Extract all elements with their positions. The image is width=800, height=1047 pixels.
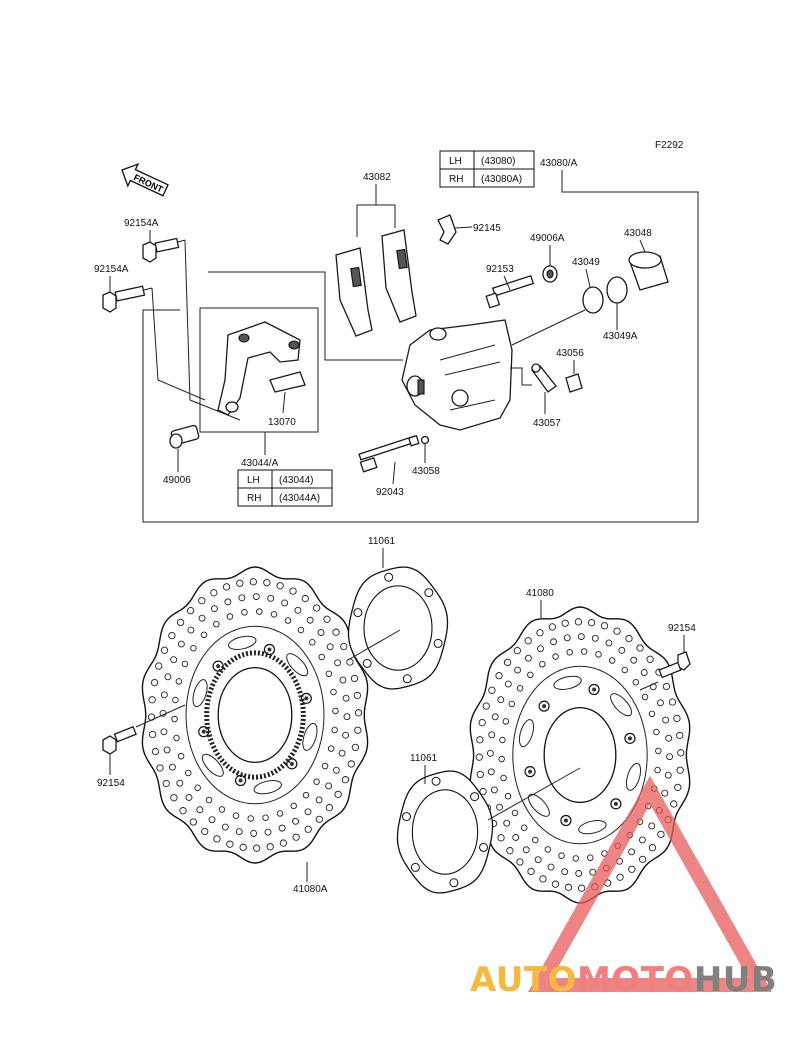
disc-bolt-92154-right [658,651,691,679]
bracket-side-table: 43044/A LH (43044) RH (43044A) [237,458,333,507]
label-pin-boot: 49006 [163,475,191,486]
pad-retainer-13070 [269,371,306,393]
caliper-bracket [217,321,301,416]
bracket-row-rh-part: (43044A) [279,493,320,504]
label-disc-bolt-right: 92154 [668,623,696,634]
seal-43049 [582,286,604,314]
label-boot: 49006A [530,233,565,244]
caliper-group-outline [142,170,699,523]
brake-disc-41080a [141,566,369,864]
caliper-row-rh-side: RH [449,174,463,185]
bracket-group-outline [199,307,319,433]
seal-43049a [606,276,628,304]
caliper-body [401,319,513,431]
label-seal-outer: 43049 [572,257,600,268]
label-washer: 43058 [412,466,440,477]
label-pads: 43082 [363,172,391,183]
label-piston: 43048 [624,228,652,239]
label-shim-bottom: 11061 [410,753,438,764]
bolt-92154a-top [142,237,186,263]
brake-pads [335,229,417,337]
watermark-auto: AUTO [470,960,577,1000]
bracket-ref-label: 43044/A [241,458,279,469]
washer-43058 [420,435,430,445]
watermark-hub: HUB [693,960,778,1000]
pin-92043 [358,434,420,473]
caliper-row-lh-side: LH [449,156,462,167]
watermark-logo: AUTOMOTOHUB [470,960,800,1010]
caliper-side-table: LH (43080) RH (43080A) 43080/A [439,150,578,188]
caliper-row-rh-part: (43080A) [481,174,522,185]
caliper-inner-outline [208,271,403,361]
disc-bolt-92154-left [102,725,137,755]
label-retainer: 13070 [268,417,296,428]
piston-43048 [628,251,669,291]
bracket-row-rh-side: RH [247,493,261,504]
disc-shim-11061-bottom [396,770,494,894]
pin-bolt-92153 [485,275,535,309]
pad-spring [437,214,457,245]
label-shim-top: 11061 [368,536,396,547]
caliper-ref-label: 43080/A [540,158,578,169]
label-bolt-top: 92154A [124,218,159,229]
label-pin: 92043 [376,487,404,498]
label-seal-inner: 43049A [603,331,638,342]
label-bleeder-cap: 43057 [533,418,561,429]
pin-boot-49006 [169,424,200,449]
bracket-row-lh-side: LH [247,475,260,486]
label-bolt-mid: 92154A [94,264,129,275]
label-pin-bolt-small: 92153 [486,264,514,275]
disc-shim-11061-top [347,566,449,690]
figure-code: F2292 [655,140,684,151]
label-bleeder: 43056 [556,348,584,359]
label-disc-bolt-left: 92154 [97,778,125,789]
label-disc-right: 41080 [526,588,554,599]
label-pad-spring: 92145 [473,223,501,234]
watermark-moto: MOTO [576,960,694,1000]
label-disc-left: 41080A [293,884,328,895]
bleeder-cap-43057 [531,363,557,393]
caliper-row-lh-part: (43080) [481,156,515,167]
bracket-row-lh-part: (43044) [279,475,313,486]
front-arrow-icon: FRONT [121,163,169,197]
brake-disc-41080 [469,606,691,904]
bleeder-43056 [565,373,583,393]
watermark-triangle-icon [528,775,772,992]
